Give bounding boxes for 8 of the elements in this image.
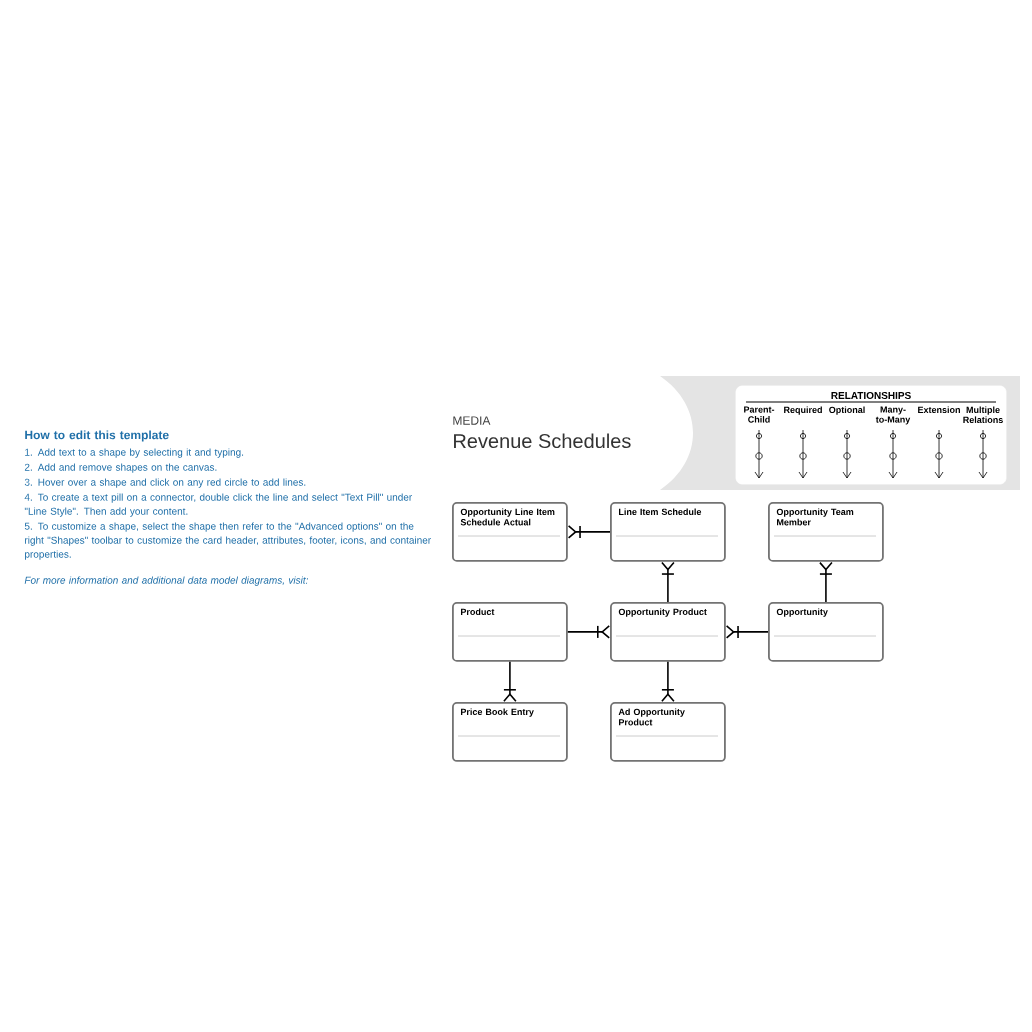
connector: [725, 625, 769, 639]
connector: [503, 661, 517, 702]
connector: [819, 561, 833, 603]
connector: [661, 561, 675, 603]
connector: [661, 661, 675, 702]
connector: [567, 625, 610, 639]
connector: [567, 525, 611, 539]
title: Revenue Schedules: [454, 433, 631, 449]
